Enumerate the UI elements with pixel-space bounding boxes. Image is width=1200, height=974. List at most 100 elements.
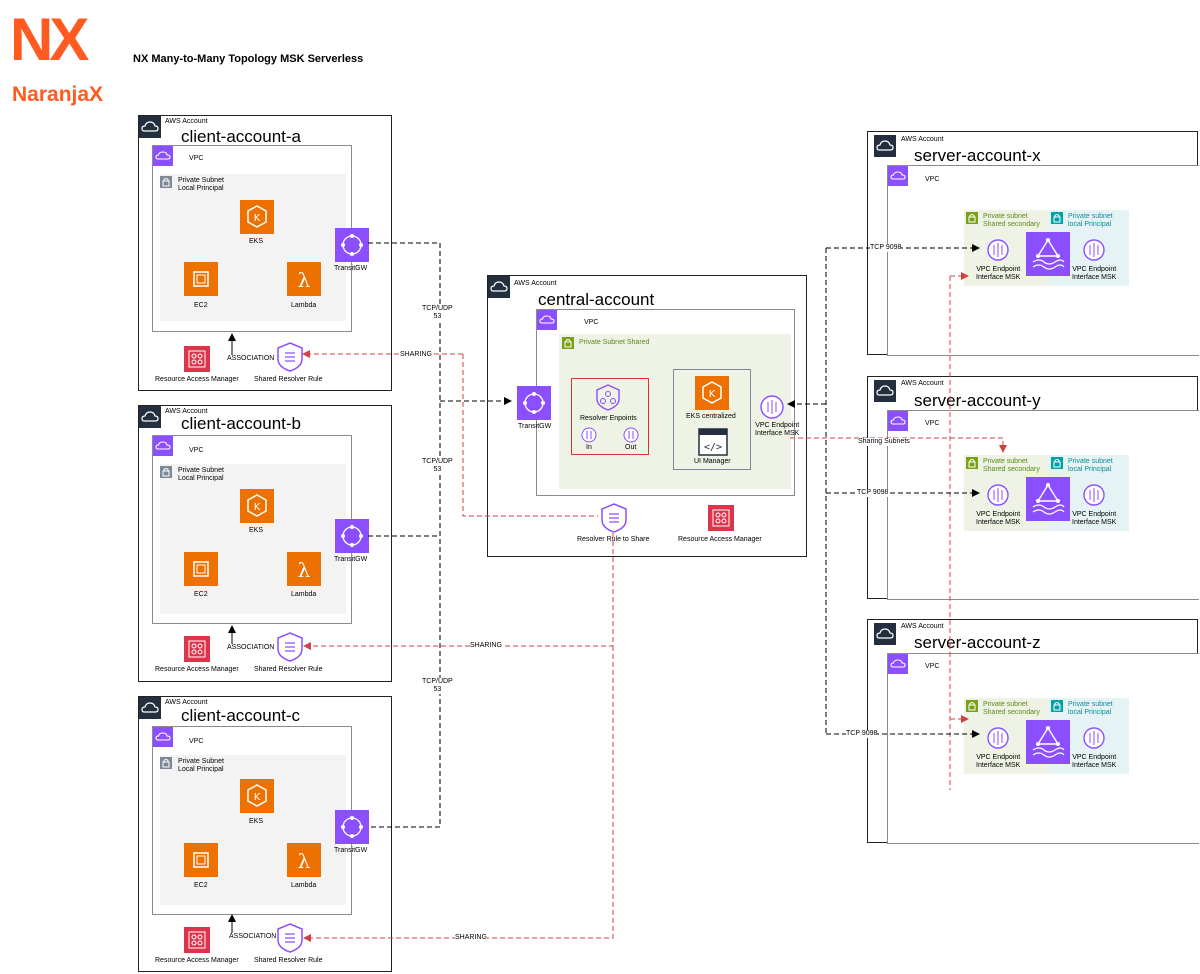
lock-icon bbox=[1051, 700, 1063, 712]
tcp-udp-label-2: TCP/UDP 53 bbox=[422, 458, 453, 474]
subnet-label: Private subnet Shared secondary bbox=[983, 213, 1040, 228]
vpc-icon bbox=[153, 146, 173, 166]
sharing-subnets-label: Sharing Subnets bbox=[858, 438, 910, 446]
central-account: AWS Account central-account VPC Private … bbox=[487, 275, 807, 557]
vpc-endpoint-icon bbox=[1082, 238, 1106, 262]
svg-text:λ: λ bbox=[298, 558, 311, 582]
inbound-endpoint-icon bbox=[581, 427, 597, 443]
subnet-label: Private subnet local Principal bbox=[1068, 213, 1113, 228]
account-name: central-account bbox=[538, 290, 655, 309]
vpc-label: VPC bbox=[925, 176, 940, 183]
eks-label: EKS bbox=[249, 818, 264, 825]
eks-label: EKS bbox=[249, 527, 264, 534]
ec2-icon bbox=[184, 552, 218, 586]
transitgw-icon bbox=[335, 519, 369, 553]
route53-resolver-icon bbox=[594, 383, 622, 411]
ram-icon bbox=[184, 636, 210, 662]
subnet-label: Private Subnet Local Principal bbox=[178, 177, 224, 192]
transitgw-label: TransitGW bbox=[334, 847, 368, 854]
ram-icon bbox=[184, 346, 210, 372]
lambda-label: Lambda bbox=[291, 302, 317, 309]
subnet-label: Private Subnet Shared bbox=[579, 339, 650, 346]
vpc-container: VPC Private subnet Shared secondary VPC … bbox=[887, 653, 1199, 844]
svg-text:K: K bbox=[254, 792, 261, 803]
ram-icon bbox=[708, 505, 734, 531]
vpc-endpoint-icon bbox=[986, 726, 1010, 750]
aws-account-icon bbox=[874, 623, 896, 645]
vpc-container: VPC Private Subnet Local Principal K EKS… bbox=[152, 435, 352, 624]
out-label: Out bbox=[625, 444, 637, 451]
eks-icon: K bbox=[240, 779, 274, 813]
account-name: client-account-a bbox=[181, 127, 302, 146]
lock-icon bbox=[1051, 457, 1063, 469]
lock-icon bbox=[160, 176, 172, 188]
transitgw-icon bbox=[517, 386, 551, 420]
resolver-rule-label: Resolver Rule to Share bbox=[577, 536, 650, 543]
transitgw-label: TransitGW bbox=[334, 265, 368, 272]
aws-account-label: AWS Account bbox=[901, 136, 944, 143]
subnet-label: Private subnet Shared secondary bbox=[983, 701, 1040, 716]
sharing-label-c: SHARING bbox=[455, 934, 487, 942]
subnet-label: Private Subnet Local Principal bbox=[178, 467, 224, 482]
lock-icon bbox=[160, 466, 172, 478]
aws-account-label: AWS Account bbox=[165, 408, 208, 415]
eks-icon: K bbox=[240, 200, 274, 234]
ec2-label: EC2 bbox=[194, 591, 208, 598]
server-account-x: AWS Account server-account-x VPC Private… bbox=[867, 131, 1199, 356]
svg-text:K: K bbox=[254, 502, 261, 513]
eks-icon: K bbox=[695, 376, 729, 410]
ec2-icon bbox=[184, 843, 218, 877]
in-label: In bbox=[586, 444, 592, 451]
lambda-icon: λ bbox=[287, 552, 321, 586]
client-account-c: AWS Account client-account-c VPC Private… bbox=[138, 696, 392, 972]
lock-icon bbox=[966, 457, 978, 469]
eks-centralized-box: K EKS centralized </> UI Manager bbox=[673, 369, 751, 470]
vpc-endpoint-icon bbox=[986, 483, 1010, 507]
ram-label: Resource Access Manager bbox=[678, 536, 762, 543]
vpc-icon bbox=[153, 727, 173, 747]
vpc-icon bbox=[888, 411, 908, 431]
sharing-label-b: SHARING bbox=[470, 642, 502, 650]
resolver-endpoints-box: Resolver Enpoints In Out bbox=[571, 378, 649, 455]
ui-manager-label: UI Manager bbox=[694, 458, 731, 465]
vpc-icon bbox=[888, 654, 908, 674]
outbound-endpoint-icon bbox=[623, 427, 639, 443]
resolver-endpoints-label: Resolver Enpoints bbox=[580, 415, 637, 422]
subnet-label: Private subnet local Principal bbox=[1068, 701, 1113, 716]
tcp-udp-label-1: TCP/UDP 53 bbox=[422, 305, 453, 321]
ec2-label: EC2 bbox=[194, 302, 208, 309]
aws-account-icon bbox=[139, 116, 161, 138]
association-label: ASSOCIATION bbox=[227, 644, 275, 652]
lock-icon bbox=[160, 757, 172, 769]
tcp9098-label-y: TCP 9098 bbox=[857, 489, 889, 497]
association-label: ASSOCIATION bbox=[229, 933, 277, 941]
lambda-label: Lambda bbox=[291, 591, 317, 598]
aws-account-label: AWS Account bbox=[165, 118, 208, 125]
vpc-endpoint-label: VPC Endpoint Interface MSK bbox=[976, 754, 1021, 769]
vpc-icon bbox=[153, 436, 173, 456]
msk-icon bbox=[1026, 477, 1070, 521]
account-name: client-account-c bbox=[181, 706, 301, 725]
vpc-endpoint-label: VPC Endpoint Interface MSK bbox=[1072, 511, 1117, 526]
logo-mark: NX bbox=[10, 6, 89, 73]
svg-text:K: K bbox=[709, 389, 716, 400]
vpc-endpoint-icon bbox=[759, 394, 785, 420]
msk-icon bbox=[1026, 720, 1070, 764]
svg-text:λ: λ bbox=[298, 849, 311, 873]
account-name: server-account-z bbox=[914, 633, 1041, 652]
eks-centralized-label: EKS centralized bbox=[686, 413, 736, 420]
server-account-y: AWS Account server-account-y VPC Private… bbox=[867, 376, 1199, 600]
transitgw-label: TransitGW bbox=[334, 556, 368, 563]
subnet-label: Private Subnet Local Principal bbox=[178, 758, 224, 773]
resolver-rule-icon bbox=[600, 503, 628, 533]
svg-text:K: K bbox=[254, 213, 261, 224]
ui-manager-icon: </> bbox=[698, 428, 728, 456]
aws-account-label: AWS Account bbox=[165, 699, 208, 706]
account-name: server-account-x bbox=[914, 146, 1041, 165]
shared-resolver-rule-icon bbox=[276, 632, 304, 662]
lock-icon bbox=[966, 700, 978, 712]
transitgw-icon bbox=[335, 228, 369, 262]
vpc-label: VPC bbox=[925, 420, 940, 427]
account-name: client-account-b bbox=[181, 414, 302, 433]
vpc-endpoint-icon bbox=[986, 238, 1010, 262]
